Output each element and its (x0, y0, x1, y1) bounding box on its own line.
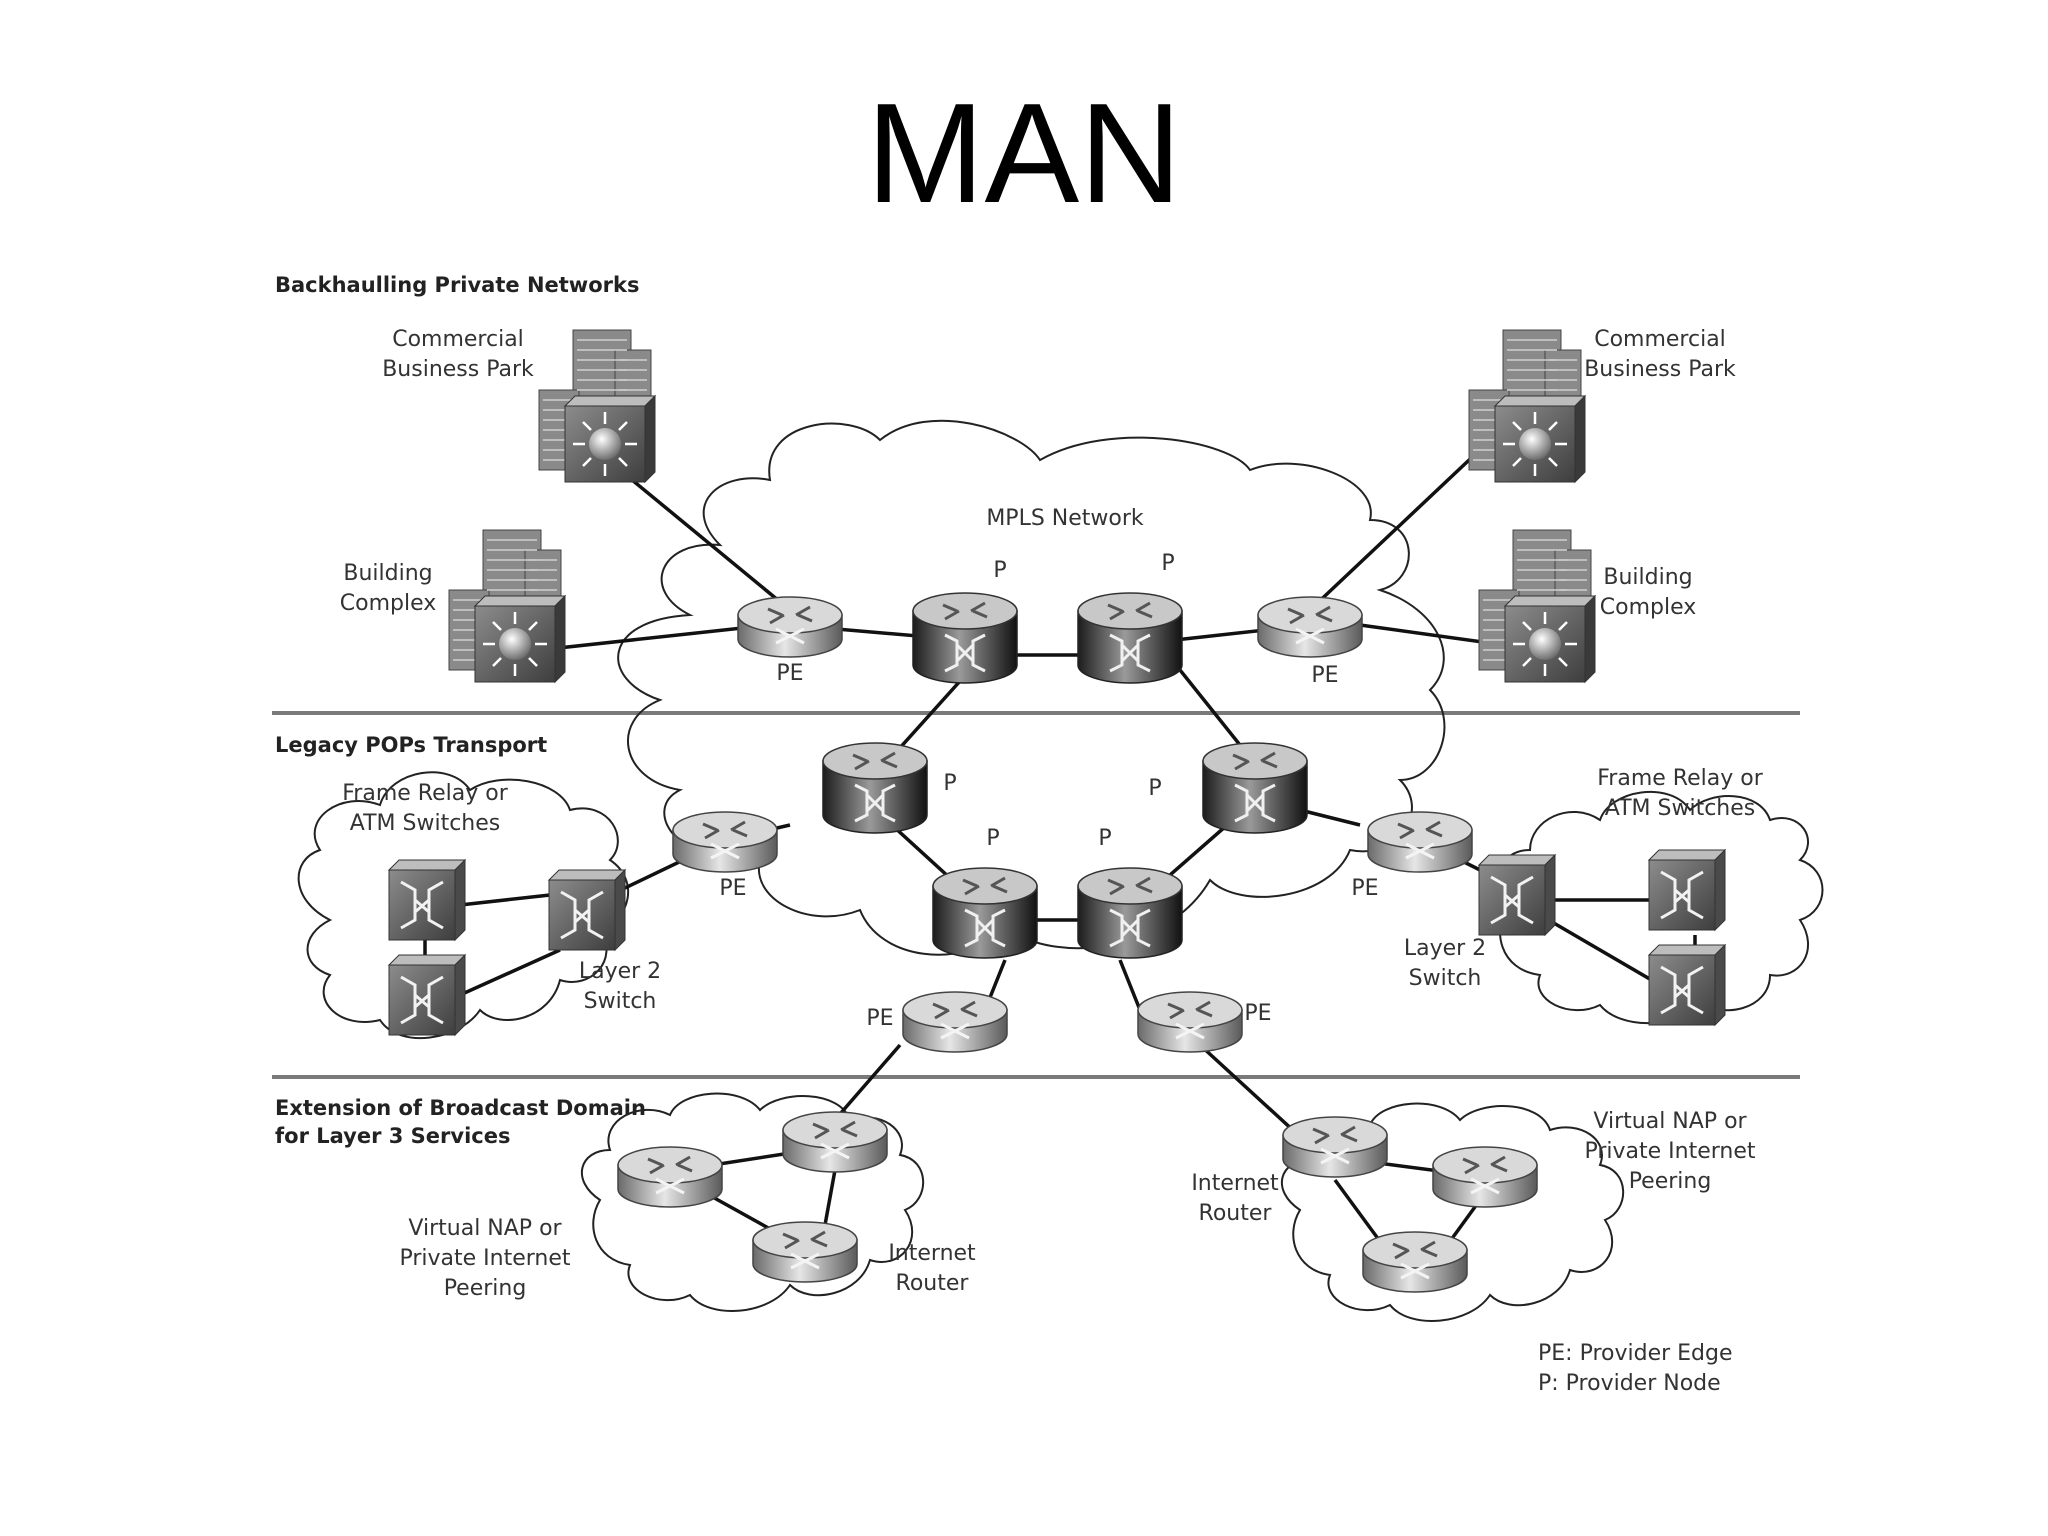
section-extension-2: for Layer 3 Services (275, 1124, 510, 1148)
internet-router-right-icon (1281, 1115, 1389, 1179)
label: Router (1199, 1201, 1273, 1226)
pe-label: PE (719, 876, 746, 901)
label: Commercial (392, 327, 524, 352)
atm-switch-icon (387, 953, 467, 1037)
label: Commercial (1594, 327, 1726, 352)
pe-router-icon (671, 810, 779, 874)
pe-router-icon (1366, 810, 1474, 874)
commercial-park-left-building-icon (537, 328, 657, 484)
label: Internet (1191, 1171, 1279, 1196)
p-label: P (1161, 551, 1174, 576)
label: Business Park (382, 357, 534, 382)
label: Complex (1600, 595, 1697, 620)
frame-relay-cloud-right (1498, 790, 1824, 1025)
label: Peering (1629, 1169, 1712, 1194)
section-extension-1: Extension of Broadcast Domain (275, 1096, 646, 1120)
vnap-router-icon (751, 1220, 859, 1284)
label: Switch (1409, 966, 1482, 991)
building-complex-left-building-icon (447, 528, 567, 684)
label: Private Internet (399, 1246, 570, 1271)
section-backhauling: Backhaulling Private Networks (275, 273, 639, 297)
pe-router-icon (736, 595, 844, 659)
label: ATM Switches (350, 811, 501, 836)
p-router-icon (911, 591, 1019, 685)
layer2-switch-left-icon (547, 868, 627, 952)
layer2-switch-right-icon (1477, 853, 1557, 937)
label: ATM Switches (1605, 796, 1756, 821)
p-router-icon (1076, 866, 1184, 960)
pe-label: PE (1311, 663, 1338, 688)
p-label: P (943, 771, 956, 796)
pe-router-icon (1256, 595, 1364, 659)
p-router-icon (821, 741, 929, 835)
p-label: P (986, 826, 999, 851)
mpls-network-label: MPLS Network (986, 506, 1144, 531)
section-legacy: Legacy POPs Transport (275, 733, 547, 757)
p-router-icon (1201, 741, 1309, 835)
label: Building (343, 561, 432, 586)
label: Peering (444, 1276, 527, 1301)
label: Router (896, 1271, 970, 1296)
p-label: P (993, 558, 1006, 583)
label: Switch (584, 989, 657, 1014)
label: Complex (340, 591, 437, 616)
node-labels: Commercial Business Park Commercial Busi… (340, 327, 1764, 1301)
atm-switch-icon (1647, 848, 1727, 932)
slide-title: MAN (866, 74, 1182, 233)
label: Layer 2 (1404, 936, 1486, 961)
label: Frame Relay or (1597, 766, 1763, 791)
pe-label: PE (1351, 876, 1378, 901)
p-label: P (1148, 776, 1161, 801)
atm-switch-icon (387, 858, 467, 942)
vnap-router-icon (616, 1145, 724, 1209)
vnap-cloud-left (580, 1092, 925, 1312)
p-router-icon (931, 866, 1039, 960)
label: Private Internet (1584, 1139, 1755, 1164)
pe-label: PE (776, 661, 803, 686)
label: Layer 2 (579, 959, 661, 984)
pe-router-icon (901, 990, 1009, 1054)
atm-switch-icon (1647, 943, 1727, 1027)
commercial-park-right-building-icon (1467, 328, 1587, 484)
vnap-router-icon (1361, 1230, 1469, 1294)
label: Building (1603, 565, 1692, 590)
pe-router-icon (1136, 990, 1244, 1054)
pe-label: PE (1244, 1001, 1271, 1026)
p-router-icon (1076, 591, 1184, 685)
legend-pe: PE: Provider Edge (1538, 1341, 1733, 1366)
vnap-router-icon (1431, 1145, 1539, 1209)
building-complex-right-building-icon (1477, 528, 1597, 684)
label: Internet (888, 1241, 976, 1266)
legend-p: P: Provider Node (1538, 1371, 1721, 1396)
label: Frame Relay or (342, 781, 508, 806)
internet-router-left-icon (781, 1110, 889, 1174)
label: Virtual NAP or (1593, 1109, 1747, 1134)
label: Business Park (1584, 357, 1736, 382)
label: Virtual NAP or (408, 1216, 562, 1241)
p-label: P (1098, 826, 1111, 851)
pe-label: PE (866, 1006, 893, 1031)
